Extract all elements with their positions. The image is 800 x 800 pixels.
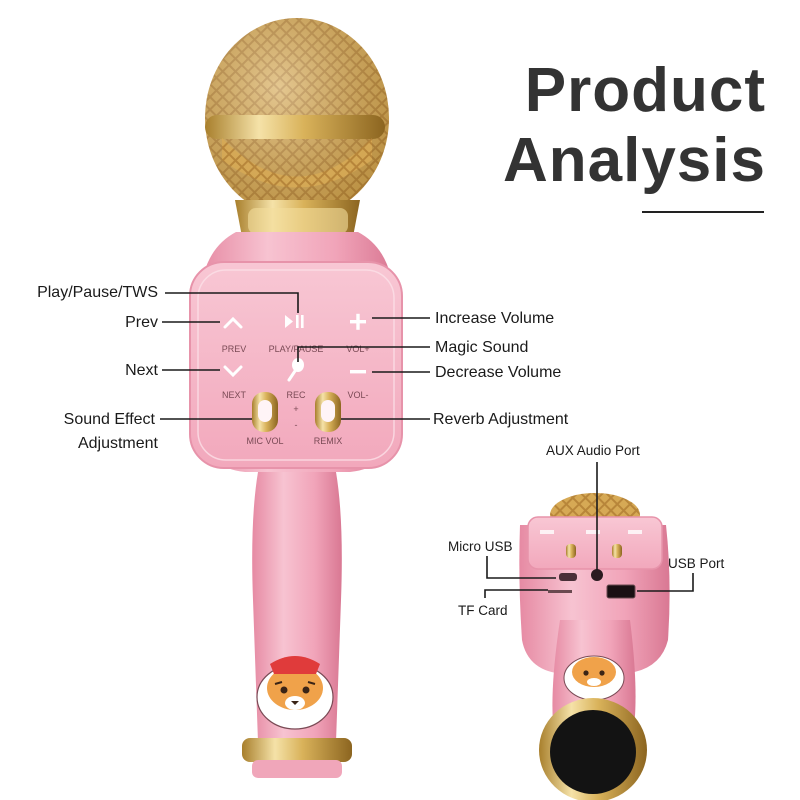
panel-label-play-pause: PLAY/PAUSE	[269, 344, 324, 354]
callout-prev: Prev	[125, 314, 158, 331]
callout-increase-volume: Increase Volume	[435, 310, 555, 327]
plus-icon	[350, 313, 366, 330]
title-line-1: Product	[524, 56, 766, 125]
panel-label-rec: REC	[286, 390, 306, 400]
panel-label-minus: -	[295, 420, 298, 430]
callout-next: Next	[125, 362, 158, 379]
callout-sound-effect-line2: Adjustment	[77, 435, 158, 452]
panel-label-vol-up: VOL+	[346, 344, 369, 354]
panel-label-next: NEXT	[222, 390, 247, 400]
callout-sound-effect-line1: Sound Effect	[63, 411, 155, 428]
callout-magic-sound: Magic Sound	[435, 339, 529, 356]
title-underline	[642, 211, 764, 213]
chevron-up-icon	[223, 316, 243, 329]
callout-tf-card: TF Card	[458, 603, 508, 618]
callout-usb-port: USB Port	[668, 556, 725, 571]
tiger-mascot-small-icon	[563, 655, 625, 701]
callout-play-pause: Play/Pause/TWS	[37, 284, 158, 301]
callout-reverb: Reverb Adjustment	[433, 411, 569, 428]
panel-label-prev: PREV	[222, 344, 247, 354]
remix-slider	[315, 392, 341, 432]
mic-vol-slider	[252, 392, 278, 432]
microphone-icon	[287, 358, 304, 382]
title-line-2: Analysis	[502, 126, 766, 195]
tiger-mascot-icon	[256, 656, 334, 730]
callout-lines	[160, 292, 694, 598]
callout-micro-usb: Micro USB	[448, 539, 513, 554]
panel-label-mic-vol: MIC VOL	[246, 436, 283, 446]
minus-icon	[350, 370, 366, 374]
panel-label-remix: REMIX	[314, 436, 343, 446]
panel-label-vol-down: VOL-	[347, 390, 368, 400]
callout-aux-port: AUX Audio Port	[546, 443, 640, 458]
callout-decrease-volume: Decrease Volume	[435, 364, 562, 381]
play-pause-icon	[285, 315, 304, 328]
panel-label-plus: +	[293, 404, 298, 414]
chevron-down-icon	[223, 365, 243, 378]
